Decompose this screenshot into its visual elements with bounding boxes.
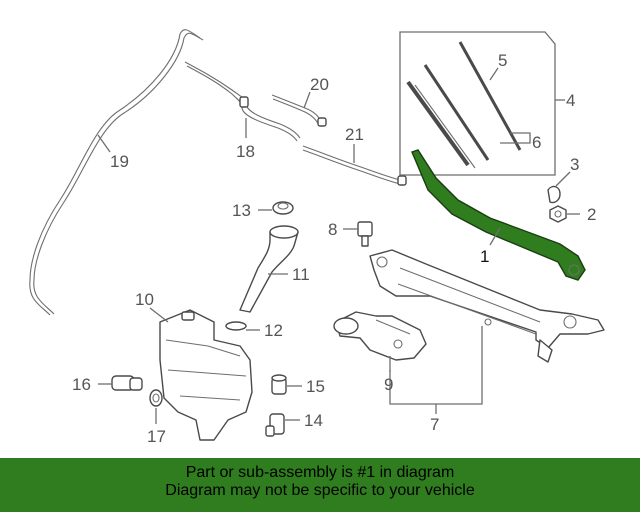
leader-10 <box>149 307 169 323</box>
leader-19 <box>97 134 111 153</box>
callout-21: 21 <box>345 125 364 144</box>
callout-2: 2 <box>587 205 596 224</box>
part-20-washer-hose[interactable] <box>271 94 327 127</box>
callout-13: 13 <box>232 201 251 220</box>
part-19-washer-hose[interactable] <box>29 29 204 316</box>
callout-9: 9 <box>384 375 393 394</box>
wiper-arm-highlight[interactable] <box>411 149 586 281</box>
part-15-level-sensor-cap[interactable] <box>271 374 287 395</box>
callout-18: 18 <box>236 142 255 161</box>
callout-3: 3 <box>570 155 579 174</box>
part-3-cap[interactable] <box>547 185 561 204</box>
part-18-washer-hose[interactable] <box>184 61 301 142</box>
part-9-wiper-motor[interactable] <box>333 311 427 361</box>
part-8-bolt[interactable] <box>357 221 373 247</box>
callout-16: 16 <box>72 375 91 394</box>
part-14-level-sensor[interactable] <box>265 413 285 437</box>
callout-17: 17 <box>147 427 166 446</box>
callout-11: 11 <box>292 265 310 284</box>
part-16-washer-pump[interactable] <box>111 375 143 391</box>
part-21-washer-hose[interactable] <box>302 145 407 186</box>
leader-3 <box>555 171 571 187</box>
callout-4: 4 <box>566 91 575 110</box>
leader-20 <box>303 91 311 109</box>
part-13-cap[interactable] <box>272 201 294 215</box>
part-2-nut[interactable] <box>549 205 567 223</box>
part-4-wiper-blade-assembly[interactable] <box>399 31 565 176</box>
callout-20: 20 <box>310 75 329 94</box>
info-banner: Part or sub-assembly is #1 in diagram Di… <box>0 458 640 512</box>
callout-1: 1 <box>480 247 489 266</box>
callout-14: 14 <box>304 411 323 430</box>
callout-8: 8 <box>328 220 337 239</box>
callout-6: 6 <box>532 133 541 152</box>
part-11-filler-neck[interactable] <box>239 225 299 313</box>
callout-7: 7 <box>430 415 439 434</box>
banner-line-1: Part or sub-assembly is #1 in diagram <box>185 464 455 481</box>
leader-6 <box>500 132 531 144</box>
callout-10: 10 <box>135 290 154 309</box>
part-12-seal[interactable] <box>225 321 247 331</box>
banner-line-2: Diagram may not be specific to your vehi… <box>165 482 475 499</box>
part-7-wiper-linkage[interactable] <box>369 249 605 363</box>
callout-15: 15 <box>306 377 325 396</box>
part-10-washer-reservoir[interactable] <box>159 309 253 441</box>
leader-1 <box>489 227 501 246</box>
callout-12: 12 <box>264 321 283 340</box>
callout-19: 19 <box>110 152 129 171</box>
leader-5 <box>489 67 499 81</box>
part-17-grommet[interactable] <box>149 389 163 407</box>
callout-5: 5 <box>498 51 507 70</box>
part-1-wiper-arm[interactable] <box>411 149 586 281</box>
